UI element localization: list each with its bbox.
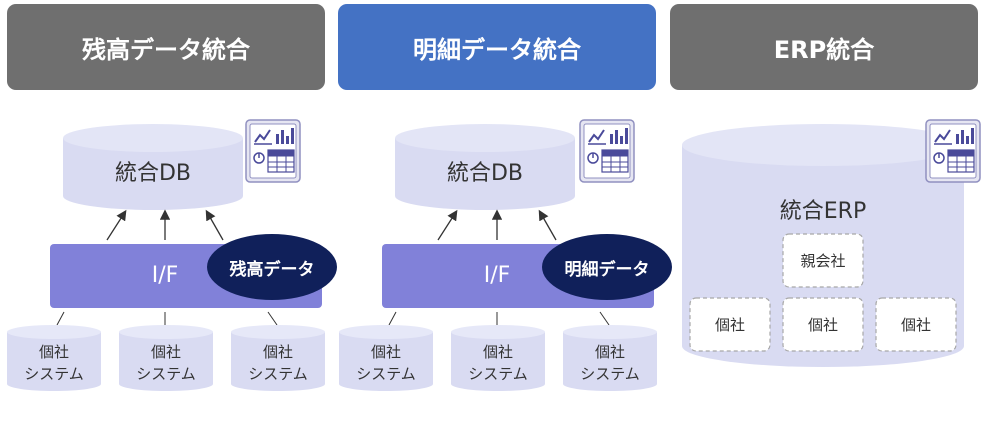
- panel1-integrated-db-label: 統合DB: [114, 161, 192, 186]
- panel1-balance-data-label: 残高データ: [229, 259, 315, 280]
- report-dashboard-icon: [579, 119, 635, 183]
- panel3-integrated-erp-label: 統合ERP: [779, 199, 867, 224]
- panel3-company-label-3: 個社: [900, 316, 931, 334]
- panel2-company-system-3: 個社 システム: [563, 340, 657, 386]
- report-dashboard-icon: [925, 119, 981, 183]
- panel2-company-system-1: 個社 システム: [339, 340, 433, 386]
- panel1-company-system-2: 個社 システム: [119, 340, 213, 386]
- header-erp-integration: ERP統合: [670, 4, 978, 90]
- panel1-if-label: I/F: [151, 262, 179, 288]
- panel2-graphics: [339, 119, 672, 391]
- company-system-line1: 個社: [594, 343, 625, 361]
- company-system-line2: システム: [468, 365, 528, 383]
- company-system-line1: 個社: [38, 343, 69, 361]
- company-system-line2: システム: [580, 365, 640, 383]
- company-system-line1: 個社: [482, 343, 513, 361]
- panel1-company-system-3: 個社 システム: [231, 340, 325, 386]
- header-detail-data-integration: 明細データ統合: [338, 4, 656, 90]
- company-system-line2: システム: [24, 365, 84, 383]
- company-system-line2: システム: [136, 365, 196, 383]
- panel2-integrated-db-label: 統合DB: [446, 161, 524, 186]
- header-balance-data-integration: 残高データ統合: [7, 4, 325, 90]
- panel2-detail-data-label: 明細データ: [564, 259, 650, 280]
- company-system-line1: 個社: [150, 343, 181, 361]
- company-system-line1: 個社: [370, 343, 401, 361]
- panel1-graphics: [7, 119, 337, 391]
- panel3-company-label-1: 個社: [714, 316, 745, 334]
- panel3-graphics: [682, 119, 981, 367]
- panel2-if-label: I/F: [483, 262, 511, 288]
- panel1-company-system-1: 個社 システム: [7, 340, 101, 386]
- report-dashboard-icon: [245, 119, 301, 183]
- panel2-company-system-2: 個社 システム: [451, 340, 545, 386]
- panel3-parent-company-label: 親会社: [800, 252, 846, 270]
- panel3-company-label-2: 個社: [807, 316, 838, 334]
- company-system-line1: 個社: [262, 343, 293, 361]
- company-system-line2: システム: [356, 365, 416, 383]
- company-system-line2: システム: [248, 365, 308, 383]
